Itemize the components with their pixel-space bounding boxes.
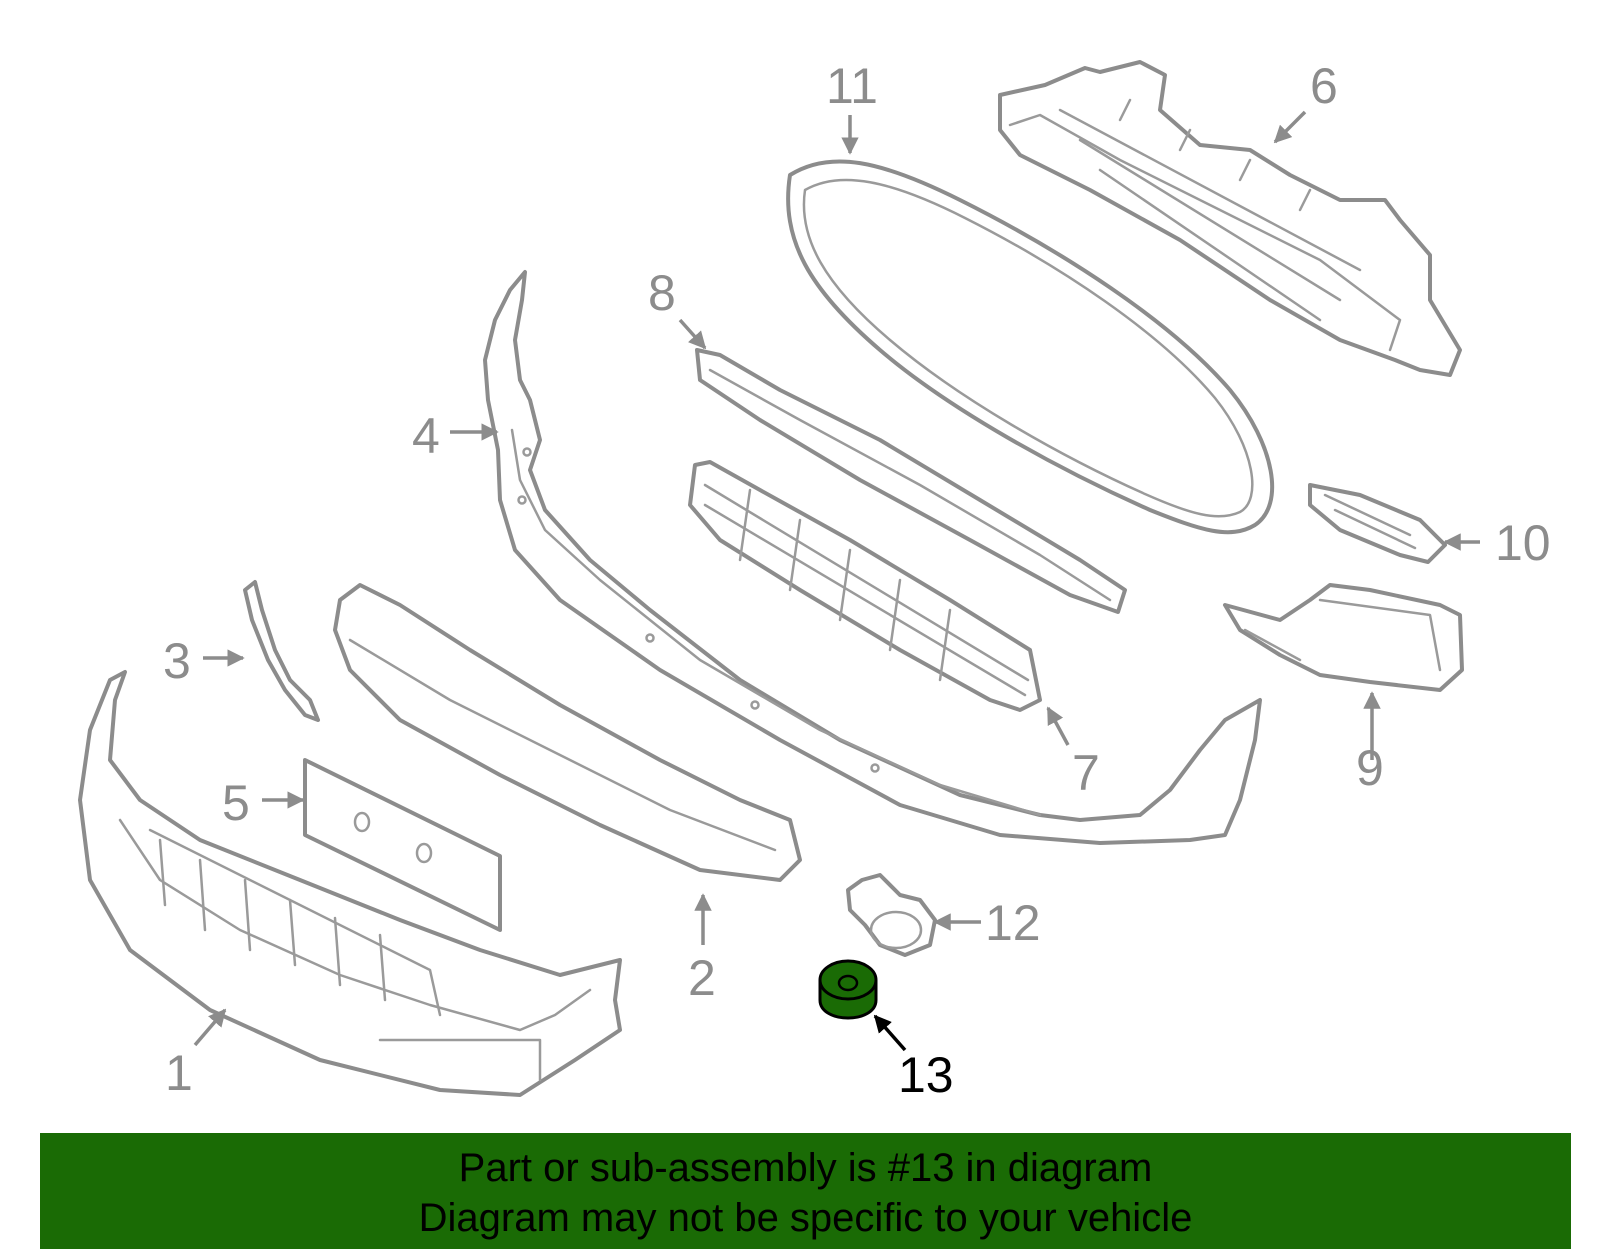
callout-5: 5 bbox=[222, 775, 250, 831]
part-4-valance bbox=[483, 270, 1262, 845]
leader-lines bbox=[193, 110, 1480, 1052]
part-7-lower-grille bbox=[688, 460, 1042, 712]
callout-10: 10 bbox=[1495, 515, 1551, 571]
part-10-vent-trim bbox=[1308, 483, 1447, 564]
callout-9: 9 bbox=[1356, 740, 1384, 796]
callout-4: 4 bbox=[412, 408, 440, 464]
part-13-grommet-highlighted bbox=[818, 959, 878, 1020]
leader-8 bbox=[678, 318, 707, 350]
part-2-absorber bbox=[333, 583, 802, 882]
callout-3: 3 bbox=[163, 633, 191, 689]
callout-12: 12 bbox=[985, 895, 1041, 951]
banner-line-disclaimer: Diagram may not be specific to your vehi… bbox=[418, 1196, 1193, 1240]
callout-2: 2 bbox=[688, 950, 716, 1006]
part-12-parking-sensor bbox=[846, 873, 937, 957]
part-1-bumper-cover bbox=[78, 670, 622, 1097]
part-3-side-trim bbox=[243, 580, 320, 722]
parts-diagram: 11 6 8 4 10 3 7 9 5 2 12 1 13 bbox=[78, 58, 1551, 1103]
banner-line-part: Part or sub-assembly is #13 in diagram bbox=[458, 1146, 1153, 1190]
part-6-grille-carrier bbox=[998, 60, 1462, 377]
callout-11: 11 bbox=[826, 58, 878, 114]
part-11-grille-surround bbox=[786, 159, 1275, 535]
callout-1: 1 bbox=[165, 1045, 193, 1101]
callout-13: 13 bbox=[898, 1047, 954, 1103]
part-5-license-bracket bbox=[303, 758, 502, 932]
callout-7: 7 bbox=[1072, 745, 1100, 801]
callout-8: 8 bbox=[648, 265, 676, 321]
part-9-fog-bezel bbox=[1223, 583, 1464, 692]
leader-1 bbox=[193, 1008, 227, 1047]
info-banner: Part or sub-assembly is #13 in diagram D… bbox=[40, 1133, 1571, 1249]
part-8-trim-strip bbox=[695, 348, 1127, 614]
callout-6: 6 bbox=[1310, 58, 1338, 114]
leader-7 bbox=[1046, 706, 1070, 746]
leader-6 bbox=[1273, 110, 1307, 144]
leader-13 bbox=[873, 1014, 907, 1052]
